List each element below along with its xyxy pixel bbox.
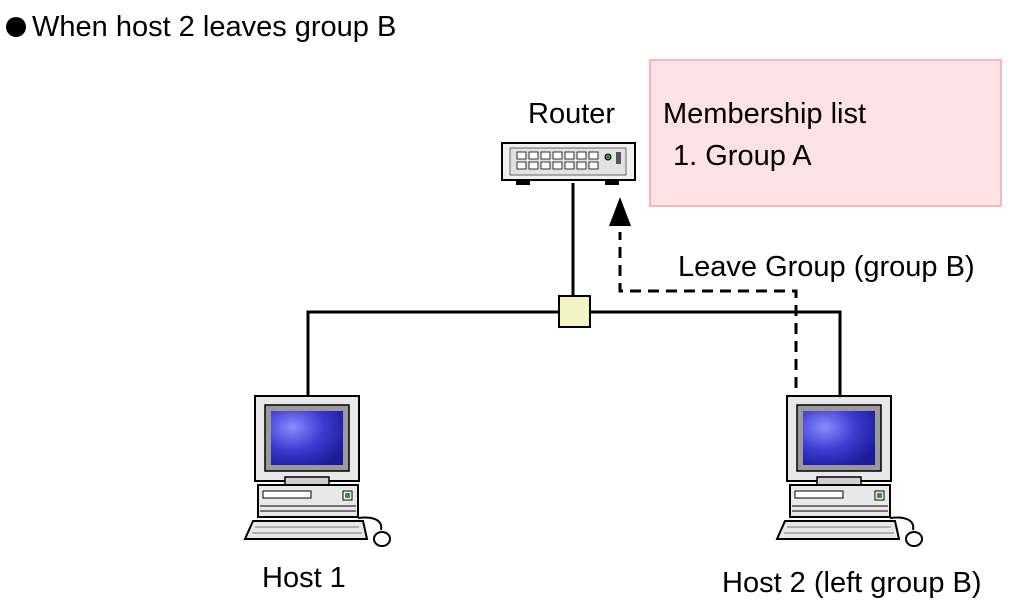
router-icon bbox=[501, 142, 636, 185]
membership-list-box: Membership list 1. Group A bbox=[649, 59, 1002, 207]
bullet-icon bbox=[6, 17, 26, 37]
host-2-computer-icon bbox=[775, 395, 923, 547]
host-1-computer-icon bbox=[243, 395, 391, 547]
membership-list-title: Membership list bbox=[663, 98, 867, 130]
host-2-label: Host 2 (left group B) bbox=[722, 567, 982, 599]
diagram-title: When host 2 leaves group B bbox=[6, 10, 396, 44]
leave-group-message-label: Leave Group (group B) bbox=[678, 251, 975, 283]
diagram-title-text: When host 2 leaves group B bbox=[32, 11, 397, 43]
leave-message-arrow bbox=[609, 197, 798, 388]
membership-list-item: 1. Group A bbox=[673, 140, 812, 172]
network-cables bbox=[306, 183, 842, 397]
host-1-label: Host 1 bbox=[262, 562, 346, 594]
hub-icon bbox=[558, 295, 591, 328]
router-label: Router bbox=[528, 98, 616, 130]
